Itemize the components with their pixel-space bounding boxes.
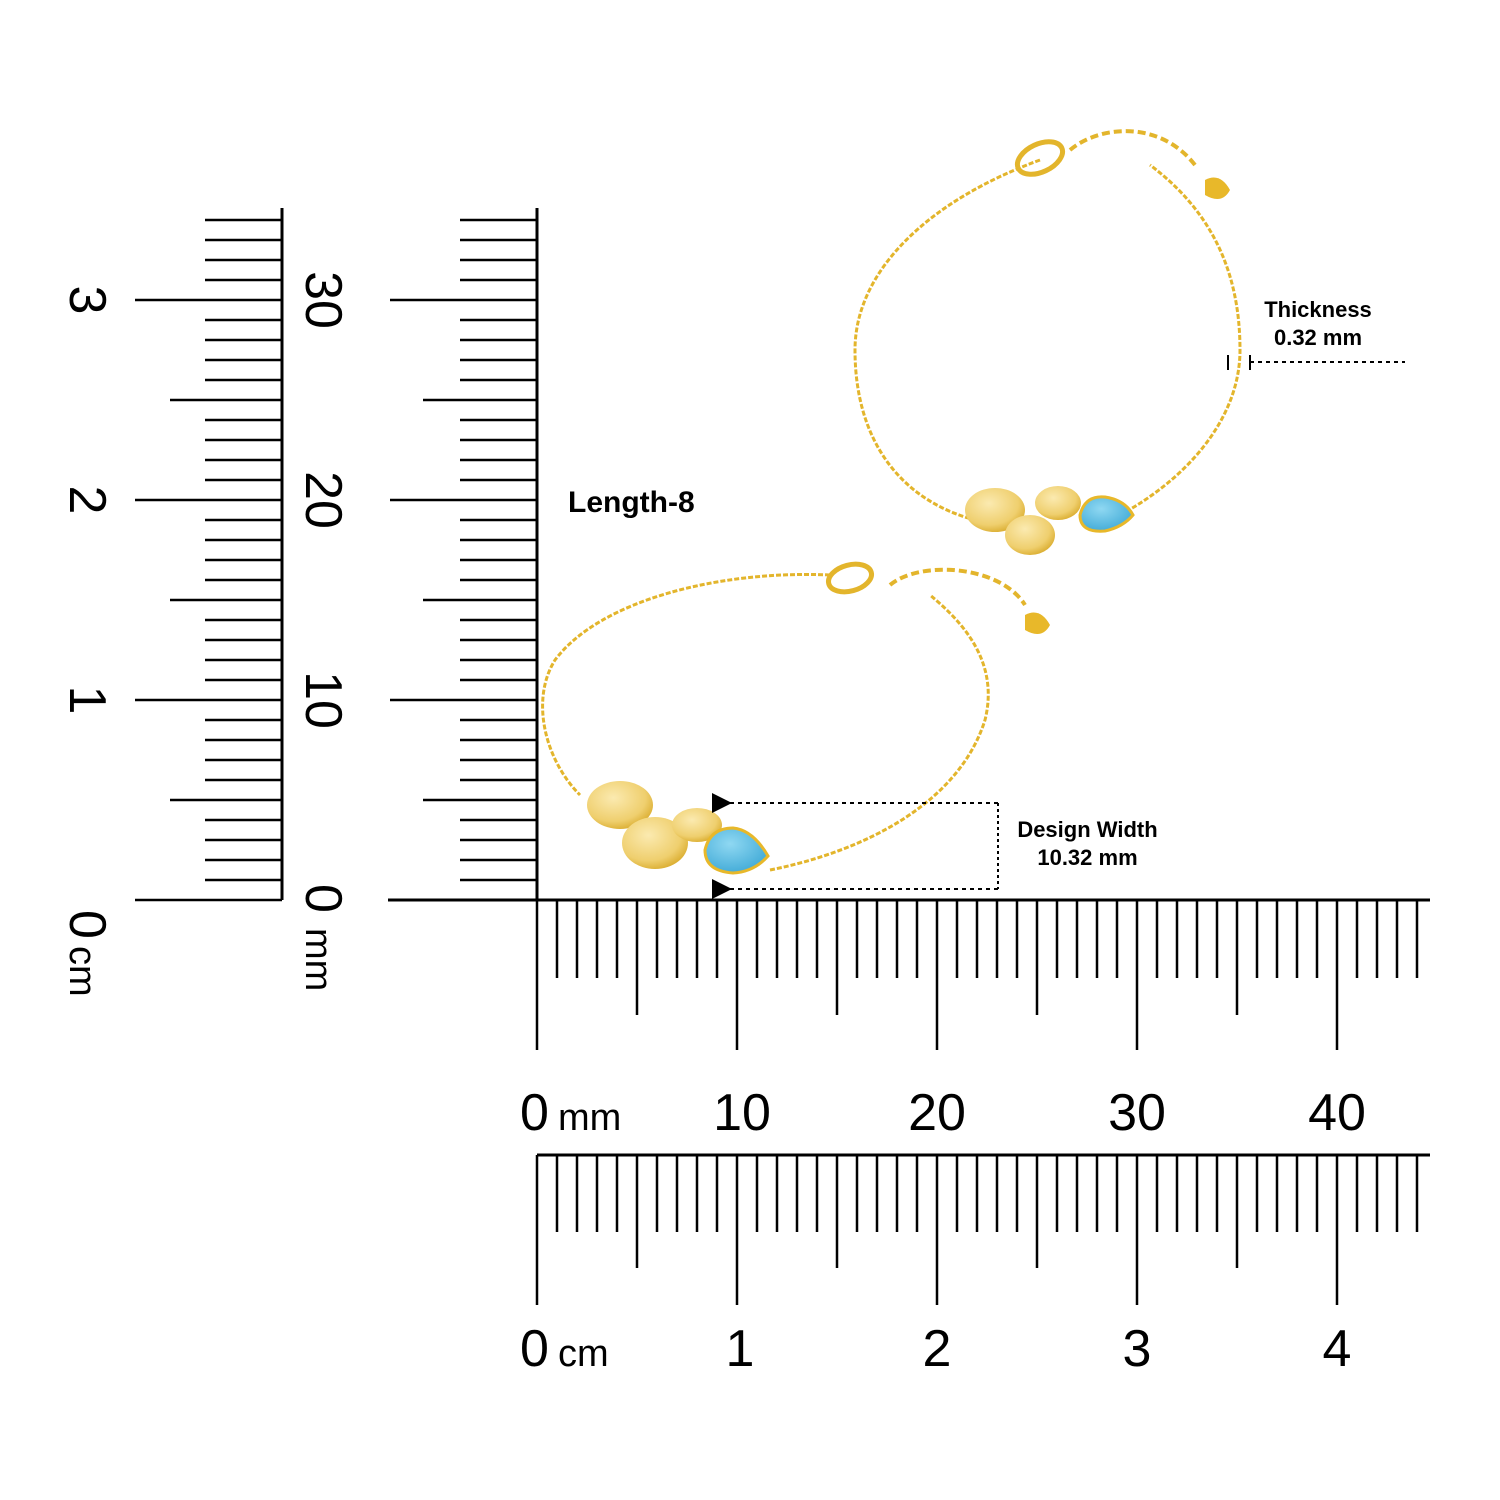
vertical-ruler-mm: 0 mm 10 20 30 (294, 208, 539, 991)
horizontal-ruler-mm: 0 mm 10 20 30 40 (388, 898, 1430, 1142)
hruler-mm-label-30: 30 (1108, 1084, 1166, 1142)
vruler-mm-label-10: 10 (294, 671, 352, 729)
hruler-mm-label-10: 10 (713, 1084, 771, 1142)
bracelet-bottom-view (541, 561, 1050, 875)
lobster-clasp-icon (825, 561, 875, 595)
thickness-value: 0.32 mm (1273, 324, 1363, 350)
hruler-cm-label-2: 2 (923, 1320, 952, 1378)
vertical-ruler-cm-ticks (135, 218, 282, 902)
gold-petal-icon (965, 488, 1025, 532)
bracelet-top-chain (853, 158, 1242, 522)
vruler-mm-label-0: 0 (294, 884, 352, 913)
hruler-mm-label-20: 20 (908, 1084, 966, 1142)
gold-petal-icon (672, 808, 722, 842)
hruler-cm-label-3: 3 (1123, 1320, 1152, 1378)
gold-petal-icon (1005, 515, 1055, 555)
bracelet-bottom-chain (541, 572, 990, 872)
vruler-cm-label-3: 3 (58, 286, 116, 315)
vruler-cm-unit: cm (61, 946, 103, 997)
design-width-annotation (712, 793, 999, 899)
gold-petal-icon (587, 781, 653, 829)
horizontal-ruler-mm-ticks (535, 900, 1419, 1050)
design-width-label: Design Width 10.32 mm (1000, 816, 1175, 871)
hruler-cm-label-0: 0 (520, 1320, 549, 1378)
hruler-cm-label-4: 4 (1323, 1320, 1352, 1378)
bracelet-bottom-extension-chain (888, 567, 1027, 607)
bracelet-top-view (853, 129, 1242, 555)
vruler-mm-label-20: 20 (294, 471, 352, 529)
thickness-label: Thickness 0.32 mm (1238, 296, 1398, 351)
hruler-mm-unit: mm (558, 1097, 621, 1139)
turquoise-stone-icon (1078, 495, 1135, 533)
bracelet-top-extension-chain (1068, 129, 1197, 167)
horizontal-ruler-cm: 0 cm 1 2 3 4 (520, 1153, 1430, 1378)
design-width-value: 10.32 mm (1037, 844, 1138, 870)
thickness-annotation (1227, 355, 1405, 370)
hruler-mm-label-0: 0 (520, 1084, 549, 1142)
thickness-title: Thickness (1264, 297, 1372, 322)
gold-petal-icon (622, 817, 688, 869)
hruler-mm-label-40: 40 (1308, 1084, 1366, 1142)
vertical-ruler-mm-ticks (390, 218, 537, 902)
chain-tag-icon (1205, 177, 1230, 199)
gold-petal-icon (1035, 486, 1081, 520)
length-label: Length-8 (568, 486, 695, 519)
lobster-clasp-icon (1014, 139, 1066, 177)
hruler-cm-label-1: 1 (726, 1320, 755, 1378)
vruler-cm-label-2: 2 (58, 486, 116, 515)
horizontal-ruler-cm-ticks (535, 1155, 1419, 1305)
chain-tag-icon (1025, 612, 1050, 634)
vruler-cm-label-1: 1 (58, 686, 116, 715)
vruler-mm-unit: mm (297, 928, 339, 991)
hruler-cm-unit: cm (558, 1333, 609, 1375)
design-width-title: Design Width (1017, 817, 1158, 842)
vertical-ruler-cm: 0 cm 1 2 3 (58, 208, 284, 997)
turquoise-stone-icon (703, 826, 770, 875)
vruler-mm-label-30: 30 (294, 271, 352, 329)
vruler-cm-label-0: 0 (58, 910, 116, 939)
